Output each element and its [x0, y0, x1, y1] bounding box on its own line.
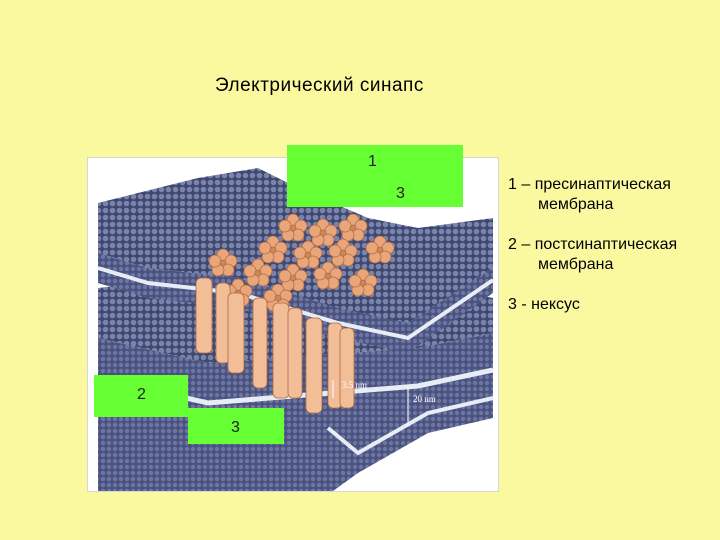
legend-item-1: 1 – пресинаптическая мембрана: [508, 176, 671, 213]
callout-label-3-upper: 3: [396, 185, 405, 202]
presynaptic-membrane-top: [98, 168, 493, 323]
callout-box-1: 1 3: [287, 145, 463, 207]
callout-box-3: 3: [188, 408, 284, 444]
callout-box-2: 2: [94, 375, 188, 417]
postsynaptic-membrane-side: [98, 333, 493, 491]
legend-item-2: 2 – постсинаптическая мембрана: [508, 236, 678, 273]
legend-item-3: 3 - нексус: [508, 296, 580, 313]
callout-label-2: 2: [137, 386, 146, 403]
gap-measurement: 3.5 nm: [342, 380, 368, 390]
legend: 1 – пресинаптическая мембрана 2 – постси…: [508, 175, 677, 335]
slide-title: Электрический синапс: [215, 75, 424, 96]
connexon-clusters: [208, 213, 395, 312]
nexus-channels: [195, 277, 355, 414]
presynaptic-membrane-side: [98, 253, 493, 353]
callout-label-1: 1: [368, 153, 377, 170]
thickness-measurement: 20 nm: [413, 394, 436, 404]
membrane-diagram: [97, 168, 495, 491]
callout-label-3-lower: 3: [231, 419, 240, 436]
synapse-illustration: 3.5 nm 20 nm: [87, 157, 499, 492]
